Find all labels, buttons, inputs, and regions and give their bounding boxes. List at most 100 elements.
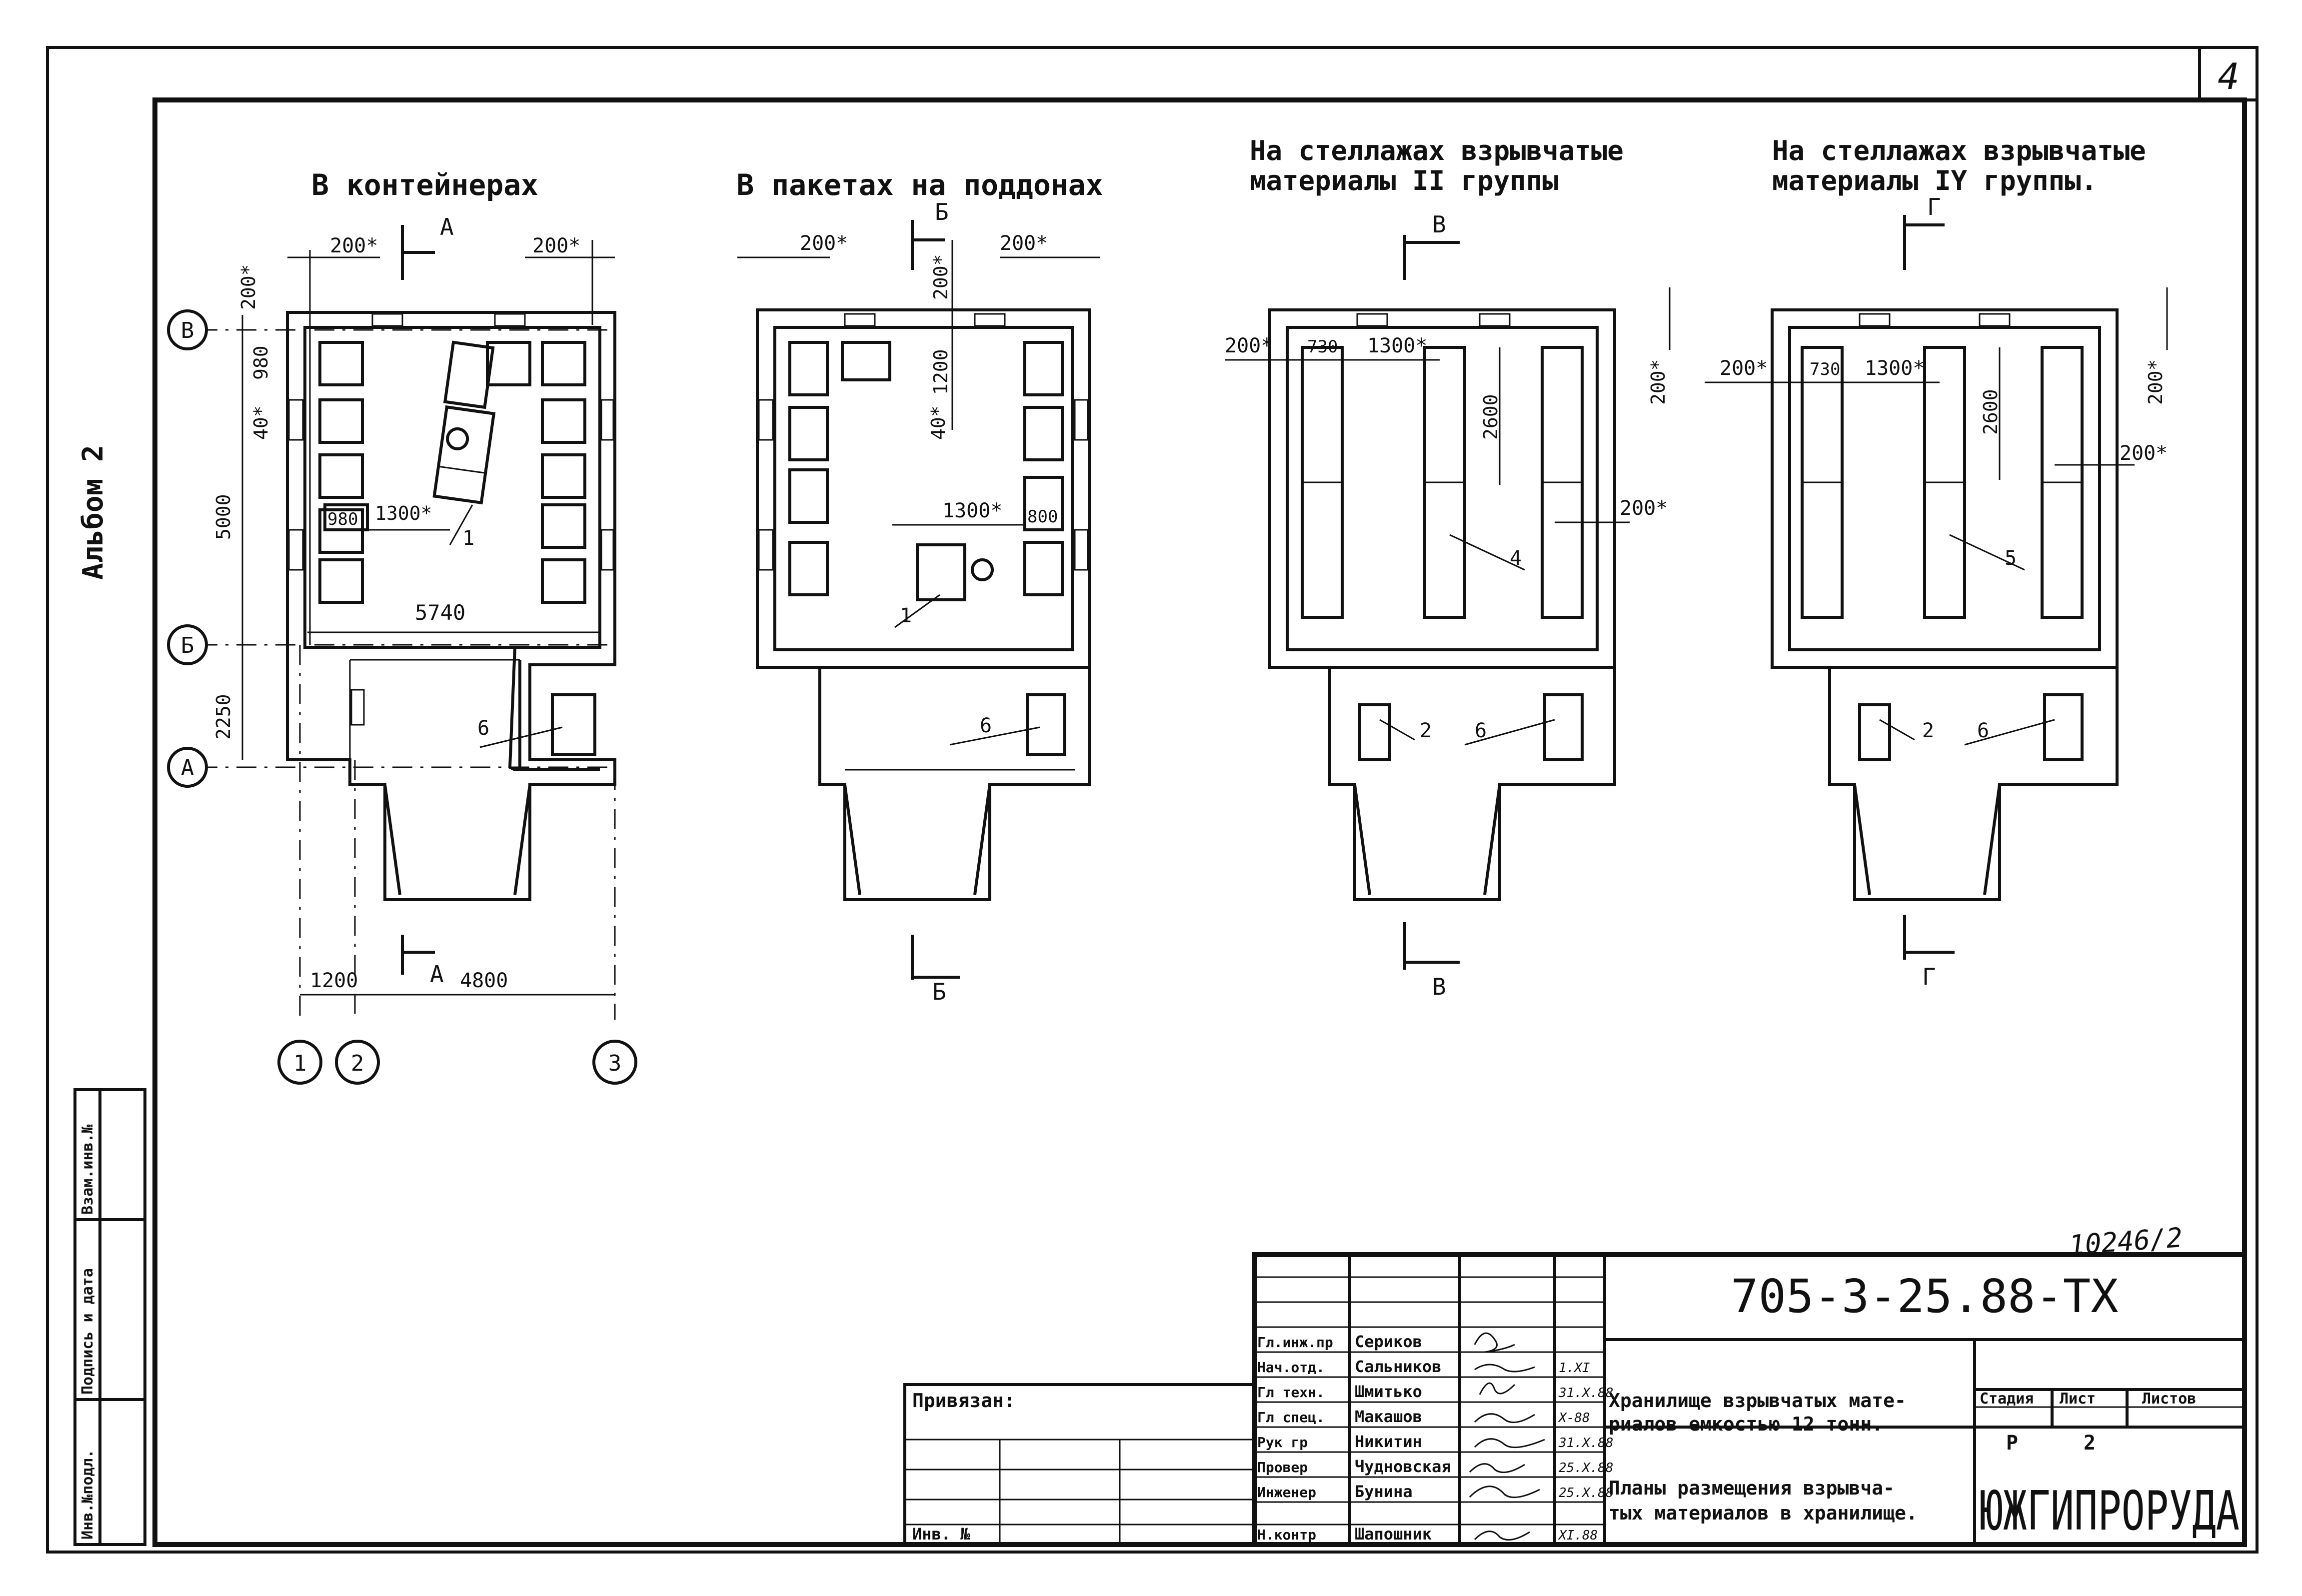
tb-sheet-title-1: Планы размещения взрывча- [1609, 1477, 1895, 1499]
p4-dim-200-vert: 200* [2145, 359, 2167, 405]
dim-200-vert: 200* [237, 264, 259, 310]
tb-sheet-header: Лист [2060, 1390, 2096, 1408]
plan-1-title: В контейнерах [311, 168, 538, 202]
tb-name-6: Бунина [1355, 1482, 1413, 1501]
tb-date-1: 31.X.88 [1558, 1386, 1614, 1401]
sheet-number: 4 [2218, 55, 2239, 97]
tb-organization: ЮЖГИПРОРУДА [1980, 1480, 2240, 1543]
side-stamp: Инв.№подл. Подпись и дата Взам.инв.№ [73, 1088, 146, 1546]
tb-role-1: Нач.отд. [1257, 1359, 1325, 1376]
axis-col-3: 3 [608, 1051, 622, 1076]
tb-role-7: Н.контр [1257, 1527, 1316, 1543]
p4-dim-2600-vert: 2600 [1980, 389, 2002, 435]
tb-role-5: Провер [1257, 1459, 1308, 1476]
title-block: Привязан: Инв. № 705-3-25.88-ТХ Гл.инж.п… [903, 1252, 2247, 1547]
p3-dim-200-right: 200* [1620, 497, 1668, 520]
dim-2250-vert: 2250 [212, 694, 234, 740]
tb-name-5: Чудновская [1355, 1457, 1451, 1476]
p2-dim-1300: 1300* [942, 499, 1002, 522]
p4-dim-200-left: 200* [1720, 357, 1768, 380]
tb-signatures [1469, 1332, 1545, 1541]
drawing-frame [152, 97, 2247, 1547]
plan-3-section-bottom: В [1432, 973, 1446, 1000]
tb-sheet-title-2: тых материалов в хранилище. [1609, 1502, 1918, 1524]
plan-racks-group-2: На стеллажах взрывчатые материалы II гру… [1225, 135, 1671, 1000]
axis-row-a: А [181, 755, 194, 781]
callout-6: 6 [477, 717, 489, 740]
tb-date-4: 25.X.88 [1559, 1461, 1614, 1476]
plan-1-section-top: А [440, 213, 454, 240]
p4-dim-1300: 1300* [1865, 357, 1925, 380]
p4-callout-5: 5 [2005, 547, 2017, 570]
tb-name-0: Сериков [1355, 1332, 1422, 1351]
tb-date-3: 31.X.88 [1558, 1436, 1614, 1451]
dim-40-vert: 40* [250, 405, 272, 440]
grid-axis-bubbles: В Б А 1 2 3 [167, 309, 637, 1085]
p2-dim-800: 800 [1027, 507, 1058, 527]
plan-racks-group-4: На стеллажах взрывчатые материалы IY гру… [1705, 135, 2168, 990]
axis-col-2: 2 [351, 1051, 364, 1076]
plan-4-title-1: На стеллажах взрывчатые [1772, 135, 2146, 166]
plan-2-section-bottom: Б [932, 978, 946, 1005]
plan-4-section-top: Г [1927, 193, 1941, 220]
p3-dim-730: 730 [1307, 337, 1338, 357]
tb-role-2: Гл техн. [1257, 1384, 1325, 1401]
tb-role-4: Рук гр [1257, 1434, 1308, 1451]
p4-callout-6: 6 [1977, 719, 1989, 742]
album-label: Альбом 2 [77, 445, 109, 580]
tb-object-title-2: риалов емкостью 12 тонн. [1609, 1413, 1883, 1435]
p4-dim-200-right: 200* [2120, 442, 2168, 465]
tb-name-4: Никитин [1355, 1432, 1422, 1451]
tb-sheet-no: 2 [2084, 1432, 2096, 1455]
stamp-inv-podl: Инв.№подл. [79, 1449, 96, 1540]
p3-dim-2600-vert: 2600 [1480, 394, 1502, 440]
tb-object-title-1: Хранилище взрывчатых мате- [1609, 1390, 1906, 1412]
p2-callout-6: 6 [980, 714, 992, 737]
axis-row-v: В [181, 318, 194, 343]
tb-role-0: Гл.инж.пр [1257, 1334, 1333, 1351]
tb-sheets-header: Листов [2142, 1390, 2196, 1408]
axis-col-1: 1 [293, 1051, 307, 1076]
outer-border [46, 46, 2259, 1554]
plan-2-section-top: Б [935, 198, 949, 225]
p4-callout-2: 2 [1922, 719, 1934, 742]
dim-4800: 4800 [460, 969, 508, 992]
tb-date-0: 1.XI [1559, 1361, 1590, 1376]
axis-row-b: Б [181, 633, 194, 658]
dim-980-vert: 980 [250, 345, 272, 380]
dim-1200: 1200 [310, 969, 358, 992]
p3-callout-2: 2 [1420, 719, 1432, 742]
p3-dim-200-vert: 200* [1647, 359, 1669, 405]
sheet-number-box [2198, 46, 2259, 101]
p2-dim-200-left: 200* [800, 232, 848, 255]
tb-name-3: Макашов [1355, 1407, 1422, 1426]
plan-1-section-bottom: А [430, 961, 444, 988]
dim-980-container: 980 [327, 509, 358, 529]
p2-dim-1200-vert: 1200 [930, 349, 952, 395]
tb-doc-code: 705-3-25.88-ТХ [1731, 1270, 2118, 1323]
plan-3-title-1: На стеллажах взрывчатые [1250, 135, 1624, 166]
tb-privyazan: Привязан: [912, 1390, 1015, 1412]
p3-callout-4: 4 [1510, 547, 1522, 570]
plan-pallets: В пакетах на поддонах Б 200* 200* 200* [736, 168, 1103, 1005]
tb-stage-header: Стадия [1980, 1390, 2034, 1408]
tb-inv-no: Инв. № [912, 1525, 970, 1544]
tb-date-2: X-88 [1558, 1411, 1590, 1426]
callout-1: 1 [462, 527, 474, 550]
plan-3-title-2: материалы II группы [1250, 165, 1559, 196]
dim-5740: 5740 [415, 600, 465, 625]
stamp-signature-date: Подпись и дата [79, 1268, 96, 1395]
p3-dim-1300: 1300* [1367, 334, 1427, 357]
tb-stage: Р [2006, 1432, 2018, 1455]
tb-role-6: Инженер [1257, 1484, 1316, 1501]
p2-dim-40-vert: 40* [927, 405, 949, 440]
tb-date-5: 25.X.88 [1559, 1486, 1614, 1501]
p2-dim-200-vert: 200* [930, 254, 952, 300]
plan-containers: В контейнерах А [197, 168, 616, 1020]
p3-callout-6: 6 [1475, 719, 1487, 742]
tb-name-7: Шапошник [1355, 1525, 1432, 1544]
dim-5000-vert: 5000 [212, 494, 234, 540]
p2-dim-200-right: 200* [1000, 232, 1048, 255]
